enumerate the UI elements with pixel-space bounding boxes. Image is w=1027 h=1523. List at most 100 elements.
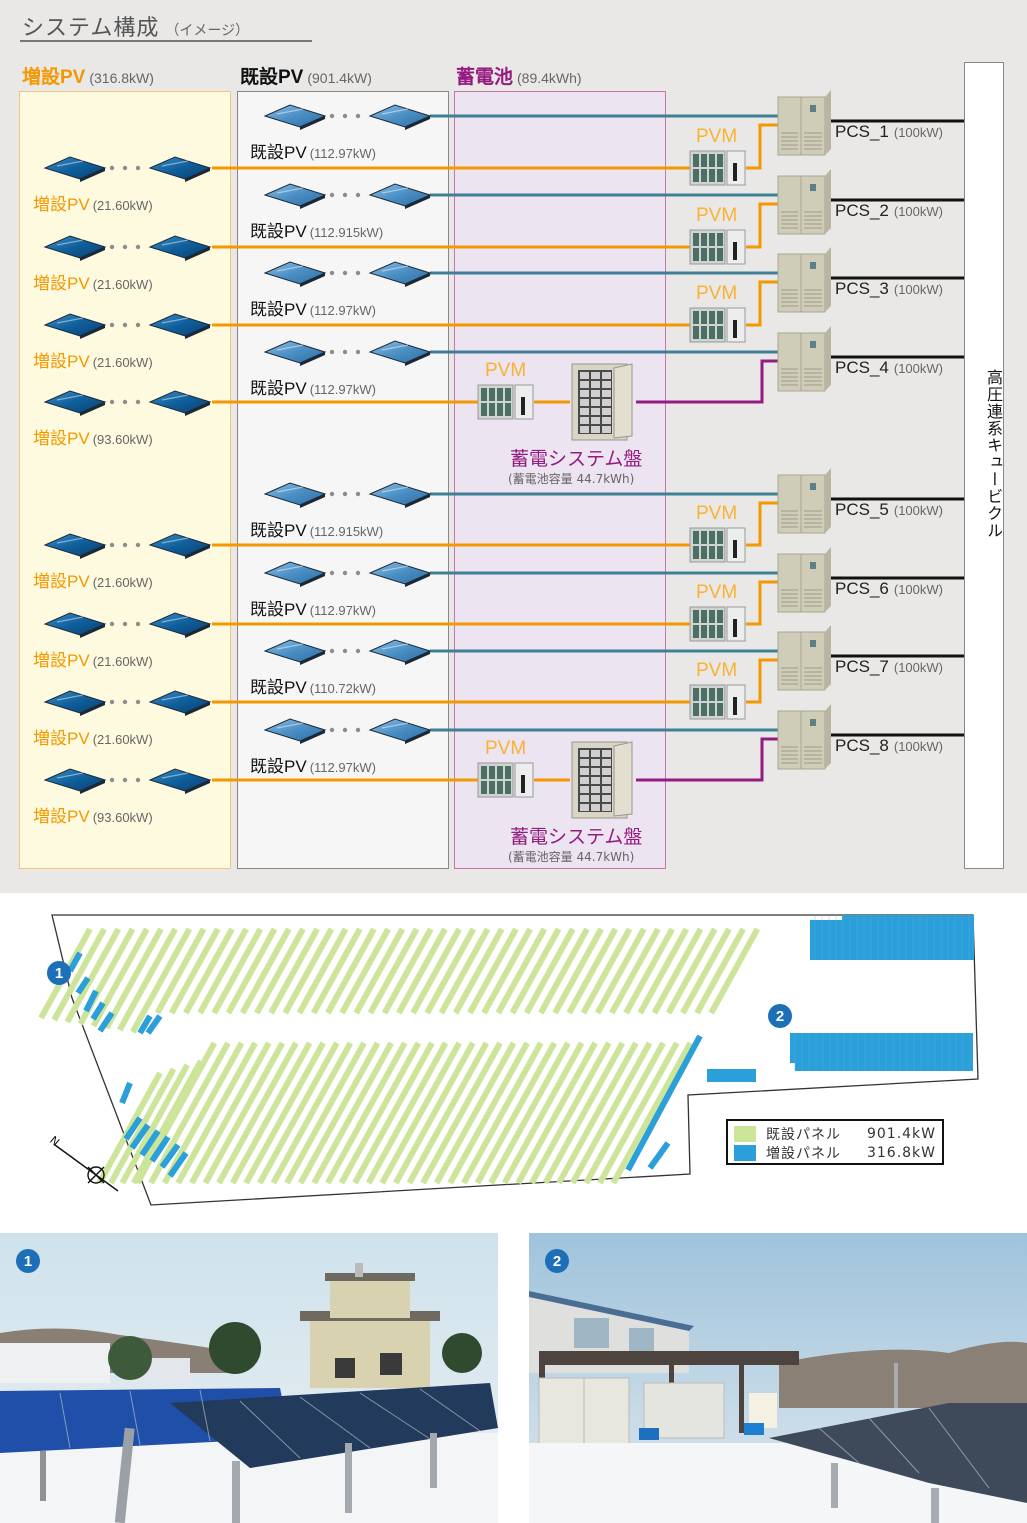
added-pv-name: 増設PV — [33, 572, 90, 591]
pcs-name: PCS_2 — [835, 201, 889, 220]
added-pv-label: 増設PV(21.60kW) — [33, 269, 153, 294]
added-pv-panel-icon — [148, 690, 212, 716]
legend-label: 増設パネル — [766, 1145, 841, 1162]
existing-pv-panel-icon — [263, 183, 327, 209]
battery-pcs-wire — [636, 359, 778, 404]
column-header-battery: 蓄電池(89.4kWh) — [456, 62, 582, 89]
pcs-capacity: (100kW) — [893, 739, 943, 754]
added-pv-group — [19, 91, 231, 869]
added-pv-capacity: (21.60kW) — [92, 198, 153, 213]
panel-row — [597, 1041, 680, 1185]
panel-row — [154, 927, 207, 1015]
panel-row — [352, 1041, 435, 1185]
panel-row — [651, 927, 704, 1015]
legend-value: 316.8kW — [866, 1144, 936, 1161]
panel-row — [580, 927, 633, 1015]
existing-pv-panel-icon — [263, 718, 327, 744]
battery-capacity: (蓄電池容量 44.7kWh) — [508, 850, 635, 864]
panel-row — [189, 1041, 272, 1185]
pvm-unit-icon — [477, 384, 534, 420]
panel-row — [410, 927, 462, 1015]
panel-row — [123, 1116, 143, 1141]
pvm-text: PVM — [696, 582, 738, 603]
location-marker-1[interactable]: 1 — [47, 961, 71, 985]
panel-row — [149, 1135, 171, 1163]
added-pv-label: 増設PV(93.60kW) — [33, 424, 153, 449]
panel-row — [647, 1141, 671, 1170]
added-pv-ellipsis-icon — [109, 244, 141, 250]
pvm-unit-icon — [689, 150, 746, 186]
north-label: N — [47, 1134, 62, 1149]
panel-row — [67, 951, 83, 973]
added-pv-panel-icon — [43, 235, 107, 261]
panel-row — [268, 927, 320, 1015]
existing-pv-name: 既設PV — [250, 300, 307, 319]
pcs-unit-icon — [777, 90, 831, 156]
panel-row — [467, 927, 519, 1015]
pvm-unit-icon — [689, 527, 746, 563]
panel-row — [433, 1041, 517, 1185]
existing-pv-panel-icon — [263, 261, 327, 287]
battery-capacity-label: (蓄電池容量 44.7kWh) — [508, 848, 634, 865]
panel-row — [420, 1041, 503, 1185]
added-pv-panel-icon — [148, 156, 212, 182]
panel-row — [197, 927, 249, 1015]
location-marker-2[interactable]: 2 — [768, 1004, 792, 1028]
panel-row — [202, 1041, 286, 1185]
existing-pv-panel-icon — [368, 561, 432, 587]
pvm-pcs-wire — [746, 202, 778, 249]
panel-row — [311, 1041, 394, 1185]
panel-row — [495, 927, 548, 1015]
panel-row — [64, 927, 122, 1024]
pcs-label: PCS_4(100kW) — [835, 358, 943, 378]
existing-pv-ellipsis-icon — [329, 349, 361, 355]
map-legend: 既設パネル 901.4kW 増設パネル 316.8kW — [726, 1119, 944, 1165]
added-pv-panel-icon — [43, 313, 107, 339]
panel-row — [406, 1041, 490, 1185]
panel-row — [284, 1041, 367, 1185]
existing-pv-panel-icon — [368, 718, 432, 744]
pcs-capacity: (100kW) — [893, 503, 943, 518]
battery-pcs-wire — [636, 737, 778, 782]
pvm-label: PVM — [485, 360, 526, 382]
pcs-name: PCS_1 — [835, 122, 889, 141]
panel-row — [137, 1014, 153, 1035]
panel-row — [257, 1041, 340, 1185]
added-pv-panel-icon — [43, 690, 107, 716]
panel-row — [338, 1041, 422, 1185]
pvm-label: PVM — [696, 503, 737, 525]
column-label: 増設PV — [22, 67, 86, 88]
pvm-label: PVM — [696, 660, 737, 682]
existing-pv-panel-icon — [368, 340, 432, 366]
pvm-label: PVM — [485, 738, 526, 760]
panel-row — [119, 1081, 133, 1105]
panel-row — [556, 1041, 639, 1185]
pvm-pcs-wire — [746, 280, 778, 327]
pvm-text: PVM — [485, 738, 527, 759]
added-pv-name: 増設PV — [33, 274, 90, 293]
panel-row — [159, 1143, 181, 1169]
existing-pv-label: 既設PV(112.97kW) — [250, 752, 376, 777]
title-underline — [20, 40, 312, 42]
panel-row — [129, 1123, 151, 1150]
panel-row — [131, 1059, 204, 1185]
existing-pv-panel-icon — [263, 561, 327, 587]
pcs-unit-icon — [777, 704, 831, 770]
panel-row — [569, 1041, 653, 1185]
pcs-unit-icon — [777, 247, 831, 313]
panel-row — [167, 1151, 189, 1178]
panel-row — [243, 1041, 326, 1185]
added-pv-label: 増設PV(21.60kW) — [33, 646, 153, 671]
existing-pv-capacity: (112.915kW) — [309, 524, 384, 539]
pcs-unit-icon — [777, 468, 831, 534]
pvm-pcs-wire — [746, 123, 778, 170]
battery-capacity: (蓄電池容量 44.7kWh) — [508, 472, 635, 486]
panel-row — [51, 927, 107, 1022]
panel-row — [488, 1041, 571, 1185]
panel-row — [161, 1041, 245, 1185]
pcs-unit-icon — [777, 625, 831, 691]
pvm-text: PVM — [696, 283, 738, 304]
panel-row — [211, 927, 264, 1015]
battery-facility-photo — [529, 1233, 1027, 1523]
existing-pv-panel-icon — [263, 639, 327, 665]
